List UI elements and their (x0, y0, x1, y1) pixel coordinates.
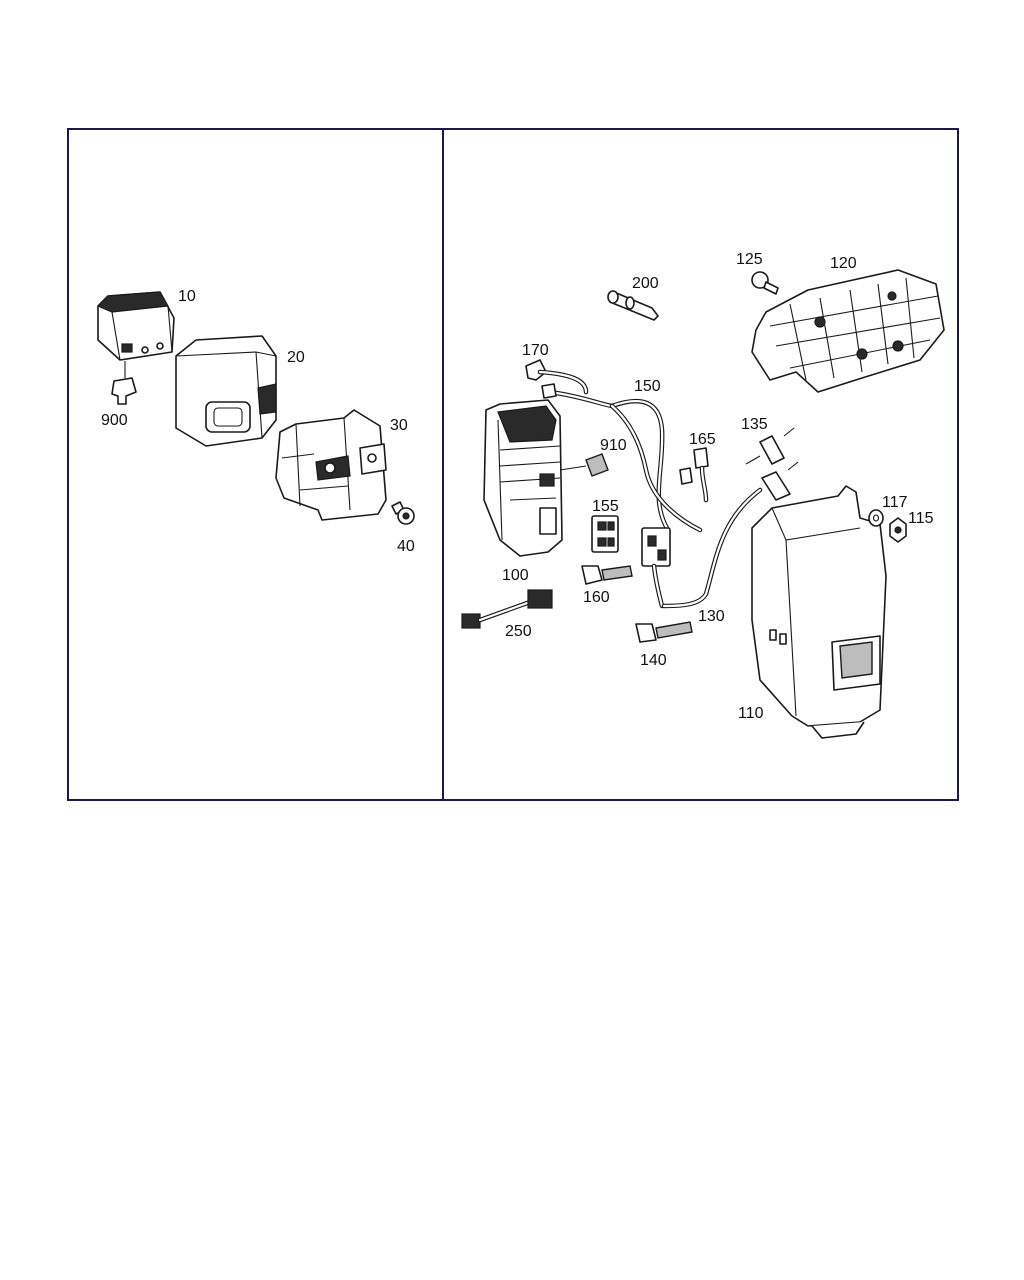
diagram-frame (67, 128, 959, 801)
label-117: 117 (882, 494, 908, 511)
label-910: 910 (600, 437, 627, 454)
label-900: 900 (101, 412, 128, 429)
label-10: 10 (178, 288, 196, 305)
part-117-washer[interactable] (868, 509, 884, 527)
label-100: 100 (502, 567, 529, 584)
part-200-pin[interactable] (607, 290, 659, 321)
label-140: 140 (640, 652, 667, 669)
label-135: 135 (741, 416, 768, 433)
label-200: 200 (632, 275, 659, 292)
label-165: 165 (689, 431, 716, 448)
label-150: 150 (634, 378, 661, 395)
label-170: 170 (522, 342, 549, 359)
label-110: 110 (738, 705, 764, 722)
part-125-screw[interactable] (751, 271, 779, 295)
right-panel: 100 110 115 117 120 125 130 135 140 150 … (461, 251, 945, 739)
part-10-control-unit[interactable] (96, 291, 175, 361)
part-115-nut[interactable] (889, 517, 907, 543)
part-30-bracket[interactable] (275, 409, 387, 521)
left-panel: 10 20 30 40 900 (96, 288, 415, 555)
part-910-insert[interactable] (559, 453, 609, 477)
part-150-wiring-harness[interactable] (537, 369, 703, 533)
part-250-cable[interactable] (461, 589, 553, 629)
label-250: 250 (505, 623, 532, 640)
part-110-main-housing[interactable] (751, 485, 887, 739)
part-170-clip[interactable] (525, 359, 547, 381)
label-115: 115 (908, 510, 934, 527)
label-125: 125 (736, 251, 763, 268)
label-160: 160 (583, 589, 610, 606)
part-20-housing-cover[interactable] (175, 335, 277, 447)
part-130-connector[interactable] (641, 487, 763, 609)
part-160-plug[interactable] (581, 565, 633, 585)
part-40-screw[interactable] (391, 501, 415, 525)
label-20: 20 (287, 349, 305, 366)
label-155: 155 (592, 498, 619, 515)
part-135-filter[interactable] (745, 427, 799, 501)
label-30: 30 (390, 417, 408, 434)
label-120: 120 (830, 255, 857, 272)
part-900-connector[interactable] (111, 361, 137, 405)
part-155-connector-block[interactable] (591, 515, 619, 553)
part-165-sensor[interactable] (679, 447, 709, 503)
label-40: 40 (397, 538, 415, 555)
label-130: 130 (698, 608, 725, 625)
part-100-control-module[interactable] (483, 399, 563, 557)
part-140-plug[interactable] (635, 621, 693, 643)
part-120-grid-cover[interactable] (751, 269, 945, 393)
